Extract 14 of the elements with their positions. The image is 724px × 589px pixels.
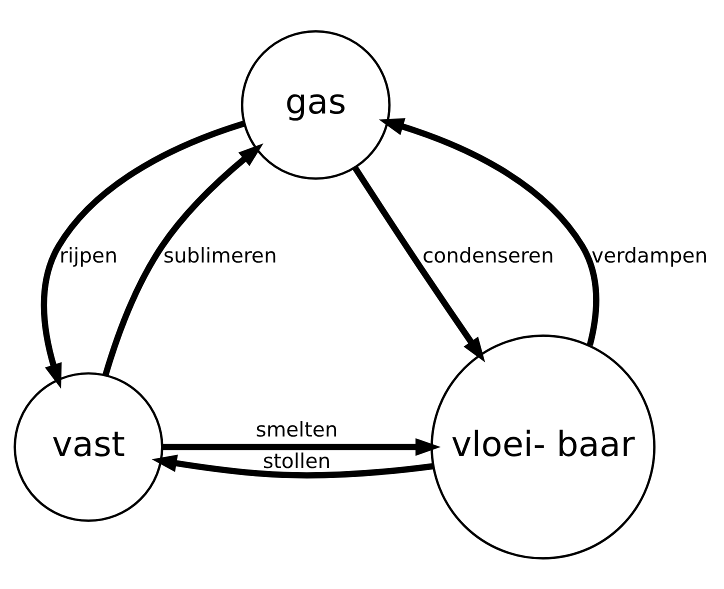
edge-label: verdampen [592,242,708,267]
edge-label: sublimeren [163,242,277,267]
arrow [102,142,264,376]
edge-label: smelten [256,417,338,442]
arrow [352,166,486,362]
edge-label: stollen [262,448,331,473]
node-circle: vast [14,372,164,522]
arrow [162,438,441,456]
edge-label: condenseren [422,242,554,267]
arrow [152,454,434,478]
edge-label: rijpen [59,242,118,267]
arrow [40,120,246,388]
node-circle: gas [240,30,391,180]
arrow [378,118,600,346]
